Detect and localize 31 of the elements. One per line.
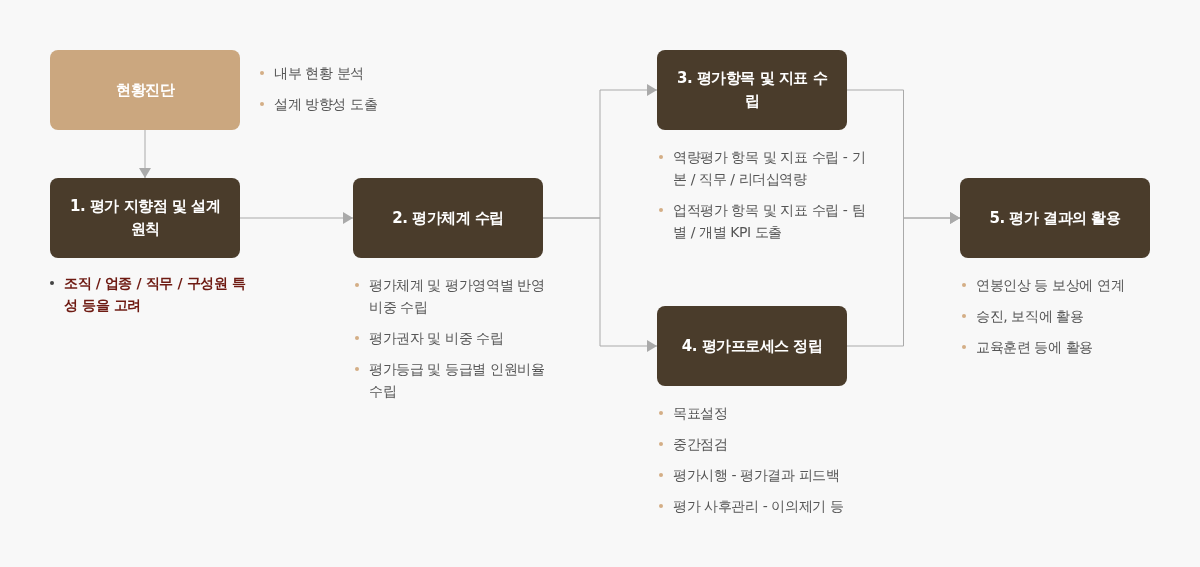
bullet-item: 평가등급 및 등급별 인원비율 수립 bbox=[353, 358, 553, 402]
bullet-item: 평가권자 및 비중 수립 bbox=[353, 327, 553, 349]
connector-arrow bbox=[542, 217, 658, 352]
box-title: 5. 평가 결과의 활용 bbox=[989, 207, 1121, 229]
bullet-item: 교육훈련 등에 활용 bbox=[960, 336, 1160, 358]
bullet-item: 조직 / 업종 / 직무 / 구성원 특성 등을 고려 bbox=[48, 272, 248, 316]
process-box bbox=[353, 178, 543, 258]
process-box bbox=[960, 178, 1150, 258]
bullet-item: 역량평가 항목 및 지표 수립 - 기본 / 직무 / 리더십역량 bbox=[657, 146, 877, 190]
bullet-item: 연봉인상 등 보상에 연계 bbox=[960, 274, 1160, 296]
box-title: 4. 평가프로세스 정립 bbox=[681, 335, 823, 357]
bullet-item: 중간점검 bbox=[657, 433, 877, 455]
connector-arrow bbox=[846, 212, 961, 347]
bullet-item: 업적평가 항목 및 지표 수립 - 팀별 / 개별 KPI 도출 bbox=[657, 199, 877, 243]
box-title: 3. 평가항목 및 지표 수립 bbox=[676, 68, 829, 112]
bullet-item: 내부 현황 분석 bbox=[258, 62, 458, 84]
box-title: 1. 평가 지향점 및 설계원칙 bbox=[69, 196, 221, 240]
bullet-item: 목표설정 bbox=[657, 402, 877, 424]
bullet-item: 설계 방향성 도출 bbox=[258, 93, 458, 115]
connector-arrow bbox=[139, 129, 151, 179]
process-box bbox=[657, 306, 847, 386]
process-box bbox=[657, 50, 847, 130]
box-title: 현황진단 bbox=[116, 79, 174, 101]
bullet-item: 평가체계 및 평가영역별 반영비중 수립 bbox=[353, 274, 553, 318]
bullet-item: 평가 사후관리 - 이의제기 등 bbox=[657, 495, 877, 517]
process-box bbox=[50, 50, 240, 130]
connector-arrow bbox=[239, 212, 354, 224]
process-box bbox=[50, 178, 240, 258]
box-title: 2. 평가체계 수립 bbox=[392, 207, 504, 229]
bullet-item: 평가시행 - 평가결과 피드백 bbox=[657, 464, 877, 486]
bullet-item: 승진, 보직에 활용 bbox=[960, 305, 1160, 327]
